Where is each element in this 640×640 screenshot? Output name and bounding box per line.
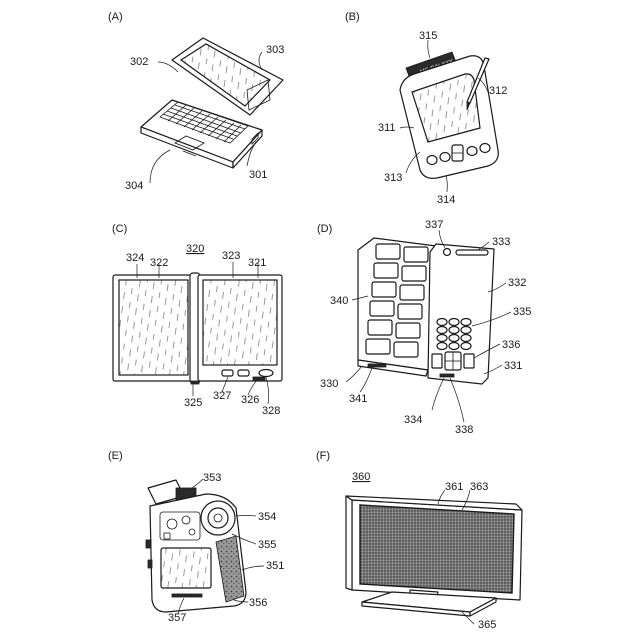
camera-337 [444, 249, 451, 256]
panel-e: (E) 353 354 3 [108, 450, 284, 624]
ref-334: 334 [404, 414, 422, 426]
port-338 [440, 374, 454, 377]
left-screen [119, 280, 188, 375]
ref-301: 301 [249, 169, 267, 181]
ref-353: 353 [203, 472, 221, 484]
panel-f: (F) 360 361 363 365 [316, 450, 522, 631]
ref-322: 322 [150, 257, 168, 269]
ref-320: 320 [186, 243, 204, 255]
ref-340: 340 [330, 295, 348, 307]
ref-333: 333 [492, 236, 510, 248]
right-screen [203, 280, 277, 365]
ref-338: 338 [455, 424, 473, 436]
ref-303: 303 [266, 44, 284, 56]
ref-324: 324 [126, 252, 144, 264]
ref-356: 356 [249, 597, 267, 609]
panel-b: (B) MS GALAXY 315 312 311 313 314 [345, 11, 507, 206]
lens-inner [208, 508, 228, 528]
ref-357: 357 [168, 612, 186, 624]
phone-keypad [437, 319, 471, 350]
nav-left [432, 354, 442, 368]
pda-button-1 [427, 156, 437, 165]
ref-313: 313 [384, 172, 402, 184]
ref-331: 331 [504, 360, 522, 372]
speaker-326 [253, 377, 265, 380]
button-327a [222, 370, 233, 376]
panel-label-c: (C) [112, 223, 127, 235]
ref-360: 360 [352, 471, 370, 483]
pda-button-4 [480, 144, 490, 153]
tv-screen [360, 505, 514, 593]
ref-325: 325 [184, 397, 202, 409]
ref-321: 321 [248, 257, 266, 269]
ref-355: 355 [258, 539, 276, 551]
ref-328: 328 [262, 405, 280, 417]
ref-330: 330 [320, 378, 338, 390]
panel-a: (A) [108, 11, 284, 192]
panel-c: (C) 320 324 322 323 321 325 327 326 328 [112, 223, 282, 417]
ref-336: 336 [502, 339, 520, 351]
slot-357 [172, 594, 202, 597]
button-327b [238, 370, 249, 376]
ref-323: 323 [222, 250, 240, 262]
camera-screen [161, 548, 211, 588]
button-328 [259, 370, 273, 377]
ref-335: 335 [513, 306, 531, 318]
panel-d: (D) [317, 219, 531, 436]
ref-341: 341 [349, 393, 367, 405]
port-325 [191, 381, 199, 384]
ref-314: 314 [437, 194, 455, 206]
ref-365: 365 [478, 619, 496, 631]
speaker-333 [456, 250, 488, 255]
ref-326: 326 [241, 394, 259, 406]
left-panel-slot [368, 364, 386, 367]
ref-354: 354 [258, 511, 276, 523]
panel-label-b: (B) [345, 11, 360, 23]
pda-button-2 [440, 153, 450, 162]
ref-332: 332 [508, 277, 526, 289]
ref-337: 337 [425, 219, 443, 231]
panel-label-a: (A) [108, 11, 123, 23]
ref-361: 361 [445, 481, 463, 493]
panel-label-e: (E) [108, 450, 123, 462]
ref-327: 327 [213, 390, 231, 402]
ref-304: 304 [125, 180, 143, 192]
ref-351: 351 [266, 560, 284, 572]
panel-label-f: (F) [316, 450, 330, 462]
pda-button-3 [467, 147, 477, 156]
nav-right [464, 354, 474, 368]
ref-363: 363 [470, 481, 488, 493]
panel-label-d: (D) [317, 223, 332, 235]
ref-312: 312 [489, 85, 507, 97]
ref-302: 302 [130, 56, 148, 68]
ref-311: 311 [378, 122, 396, 134]
ref-315: 315 [419, 30, 437, 42]
